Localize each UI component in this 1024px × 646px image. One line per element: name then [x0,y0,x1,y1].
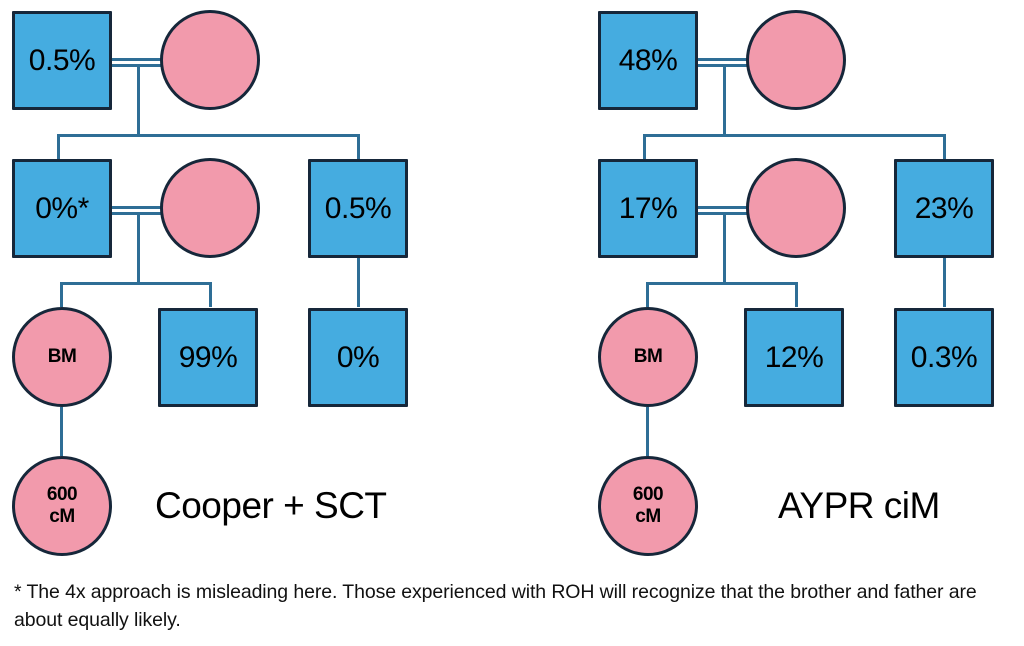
mating-line-gen1-top [112,58,174,61]
node-gen1-female-right[interactable] [746,10,846,110]
mating-line-gen2-top [698,206,760,209]
mating-line-gen1-top [698,58,760,61]
descent-line-uncle-to-cousin [943,258,946,307]
node-gen1-male-right-label: 48% [618,43,678,77]
sibship-drop-gen3-right [209,282,212,307]
node-gen2-uncle-right[interactable]: 23% [894,159,994,258]
descent-line-uncle-to-cousin [357,258,360,307]
node-gen2-uncle-left[interactable]: 0.5% [308,159,408,258]
node-gen2-male-left-label: 0%* [35,191,89,225]
node-gen3-bm-left-label: BM [47,346,77,368]
mating-line-gen2-top [112,206,174,209]
node-gen3-cousin-left[interactable]: 0% [308,308,408,407]
sibship-bar-gen2 [643,134,946,137]
node-gen1-male-left[interactable]: 0.5% [12,11,112,110]
descent-line-bm-to-target [646,407,649,456]
sibship-drop-gen2-right [943,134,946,159]
mating-line-gen2-bottom [112,212,174,215]
group-caption-right: AYPR ciM [778,485,940,526]
node-gen3-bm-right-label: BM [633,346,663,368]
node-gen2-female-left[interactable] [160,158,260,258]
node-gen2-male-left[interactable]: 0%* [12,159,112,258]
descent-line-gen2 [723,212,726,282]
node-gen1-female-left[interactable] [160,10,260,110]
node-gen2-male-right[interactable]: 17% [598,159,698,258]
node-gen3-cousin-left-label: 0% [336,340,380,374]
sibship-drop-gen2-left [643,134,646,159]
node-gen3-brother-right[interactable]: 12% [744,308,844,407]
node-gen3-bm-right[interactable]: BM [598,307,698,407]
sibship-drop-gen3-left [646,282,649,307]
sibship-bar-gen3 [646,282,798,285]
group-caption-left: Cooper + SCT [155,485,387,526]
node-gen2-uncle-left-label: 0.5% [324,191,392,225]
node-gen4-target-left[interactable]: 600 cM [12,456,112,556]
node-gen1-male-left-label: 0.5% [28,43,96,77]
mating-line-gen1-bottom [112,64,174,67]
sibship-drop-gen2-left [57,134,60,159]
node-gen4-target-right-label: 600 cM [632,484,664,527]
node-gen2-uncle-right-label: 23% [914,191,974,225]
node-gen3-brother-left-label: 99% [178,340,238,374]
sibship-drop-gen3-right [795,282,798,307]
node-gen3-bm-left[interactable]: BM [12,307,112,407]
node-gen1-male-right[interactable]: 48% [598,11,698,110]
node-gen4-target-left-label: 600 cM [46,484,78,527]
descent-line-gen1 [137,64,140,134]
pedigree-group-left: 0.5% 0%* 0.5% BM 99% 0% 600 cM Cooper [12,0,442,570]
descent-line-gen2 [137,212,140,282]
node-gen4-target-right[interactable]: 600 cM [598,456,698,556]
node-gen2-male-right-label: 17% [618,191,678,225]
node-gen2-female-right[interactable] [746,158,846,258]
descent-line-bm-to-target [60,407,63,456]
sibship-drop-gen3-left [60,282,63,307]
mating-line-gen1-bottom [698,64,760,67]
node-gen3-brother-right-label: 12% [764,340,824,374]
sibship-bar-gen2 [57,134,360,137]
pedigree-group-right: 48% 17% 23% BM 12% 0.3% 600 cM AYPR c [598,0,1024,570]
sibship-drop-gen2-right [357,134,360,159]
footnote-text: * The 4x approach is misleading here. Th… [14,581,977,632]
descent-line-gen1 [723,64,726,134]
node-gen3-cousin-right[interactable]: 0.3% [894,308,994,407]
node-gen3-cousin-right-label: 0.3% [910,340,978,374]
sibship-bar-gen3 [60,282,212,285]
mating-line-gen2-bottom [698,212,760,215]
node-gen3-brother-left[interactable]: 99% [158,308,258,407]
